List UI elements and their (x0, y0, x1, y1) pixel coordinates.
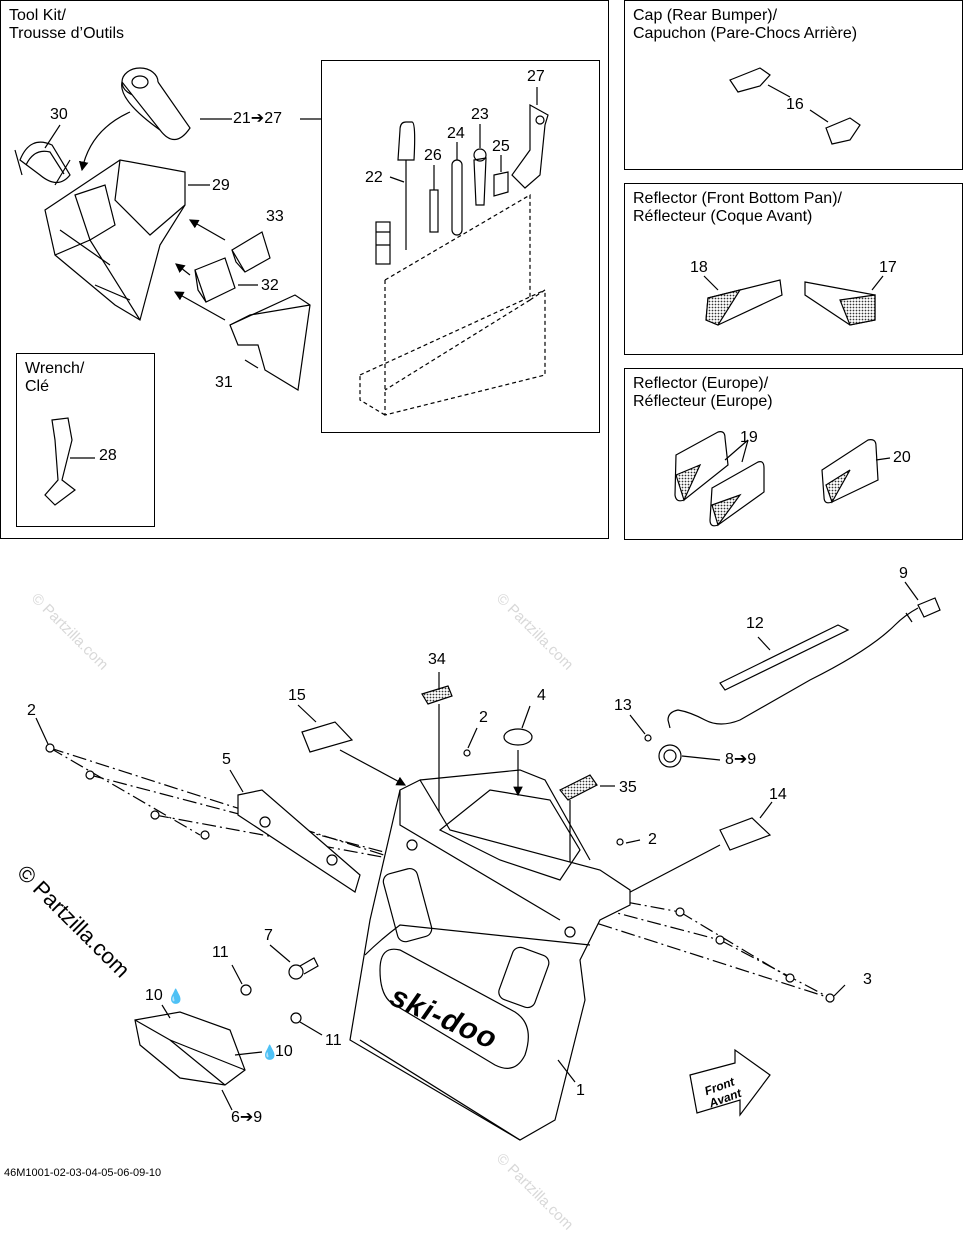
pad-32 (194, 257, 236, 303)
pad-31 (229, 294, 311, 391)
reflector-europe-title: Reflector (Europe)/ Réflecteur (Europe) (633, 375, 773, 410)
callout-20: 20 (893, 449, 911, 466)
callout-26: 26 (424, 147, 442, 164)
wrench-28 (44, 417, 76, 506)
reflector-19 (674, 431, 765, 527)
callout-24: 24 (447, 125, 465, 142)
pad-33 (231, 231, 271, 273)
callout-10: 10 (275, 1043, 293, 1060)
callout-2: 2 (648, 831, 657, 848)
tool-pouch-outline (359, 193, 546, 416)
tail-light-6 (134, 1011, 246, 1086)
callout-1: 1 (576, 1082, 585, 1099)
callout-23: 23 (471, 106, 489, 123)
callout-2: 2 (27, 702, 36, 719)
reflector-front-panel: Reflector (Front Bottom Pan)/ Réflecteur… (624, 183, 963, 355)
callout-33: 33 (266, 208, 284, 225)
reflector-20 (821, 439, 879, 504)
callout-10: 10 (145, 987, 163, 1004)
callout-25: 25 (492, 138, 510, 155)
callout-27: 27 (527, 68, 545, 85)
callout-34: 34 (428, 651, 446, 668)
tool-kit-title: Tool Kit/ Trousse d’Outils (9, 7, 124, 42)
bit-holder (375, 221, 391, 265)
rear-flap-body (349, 769, 631, 1141)
spark-plug-gauge-24 (451, 159, 463, 236)
strip-12 (719, 624, 850, 691)
callout-9: 9 (899, 565, 908, 582)
callout-14: 14 (769, 786, 787, 803)
callout-31: 31 (215, 374, 233, 391)
wrench-panel: Wrench/ Clé (16, 353, 155, 527)
drop-icon: 💧 (167, 988, 185, 1004)
cap-part (729, 67, 861, 145)
strap-30 (14, 141, 71, 186)
assembly-arrow (175, 263, 191, 276)
callout-30: 30 (50, 106, 68, 123)
callout-4: 4 (537, 687, 546, 704)
decal-14 (719, 817, 772, 851)
callout-7: 7 (264, 927, 273, 944)
bulb-7 (288, 957, 319, 980)
callout-5: 5 (222, 751, 231, 768)
callout-11: 11 (325, 1032, 342, 1049)
assembly-arrow (188, 219, 226, 241)
callout-17: 17 (879, 259, 897, 276)
assembly-arrow (78, 111, 131, 172)
callout-8-9: 8➔9 (725, 751, 757, 768)
tool-bag-29 (44, 159, 186, 321)
callout-22: 22 (365, 169, 383, 186)
decal-15 (301, 721, 354, 753)
callout-3: 3 (863, 971, 872, 988)
grommets-11 (240, 984, 302, 1024)
decal-35 (559, 774, 598, 801)
callout-6-9: 6➔9 (231, 1109, 263, 1126)
callout-12: 12 (746, 615, 764, 632)
wrench-27 (511, 103, 549, 189)
callout-29: 29 (212, 177, 230, 194)
rivets (45, 743, 835, 1003)
decal-34 (421, 685, 453, 705)
cap-title: Cap (Rear Bumper)/ Capuchon (Pare-Chocs … (633, 7, 858, 42)
wrench-23 (473, 148, 487, 206)
reflector-17 (804, 281, 876, 326)
callout-21-27: 21➔27 (233, 110, 282, 127)
callout-13: 13 (614, 697, 632, 714)
callout-35: 35 (619, 779, 637, 796)
reflector-18 (705, 279, 783, 326)
tool-kit-contents-box (321, 60, 600, 433)
reflector-front-title: Reflector (Front Bottom Pan)/ Réflecteur… (633, 190, 842, 225)
front-direction-arrow (689, 1048, 771, 1117)
wrench-title: Wrench/ Clé (25, 360, 85, 395)
socket-8 (658, 744, 682, 768)
clip-25 (493, 171, 509, 197)
drop-icon: 💧 (261, 1044, 279, 1060)
callout-16: 16 (786, 96, 804, 113)
diagram-reference: 46M1001-02-03-04-05-06-09-10 (4, 1167, 162, 1179)
cap-panel: Cap (Rear Bumper)/ Capuchon (Pare-Chocs … (624, 0, 963, 170)
callout-2: 2 (479, 709, 488, 726)
callout-28: 28 (99, 447, 117, 464)
callout-11: 11 (212, 944, 229, 961)
hex-key-26 (429, 189, 439, 233)
emblem-4 (503, 728, 533, 746)
assembly-arrow (173, 291, 226, 321)
callout-32: 32 (261, 277, 279, 294)
callout-15: 15 (288, 687, 306, 704)
wiring-harness (667, 597, 941, 729)
callout-19: 19 (740, 429, 758, 446)
tool-roll-cylinder (121, 67, 191, 141)
parts-diagram (14, 67, 941, 1141)
screwdriver-22 (397, 121, 416, 250)
callout-18: 18 (690, 259, 708, 276)
bracket-5 (237, 789, 361, 893)
